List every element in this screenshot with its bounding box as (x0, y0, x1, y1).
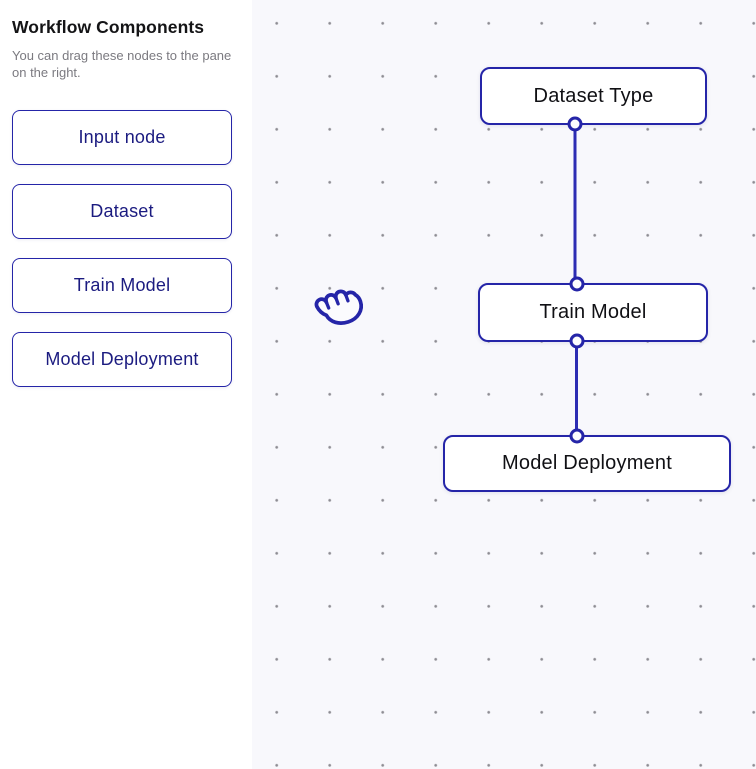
node-label: Dataset Type (533, 84, 654, 107)
dnd-node-input[interactable]: Input node (12, 110, 232, 165)
source-handle[interactable] (569, 333, 585, 349)
node-train-model[interactable]: Train Model (478, 276, 708, 349)
sidebar-item-list: Input node Dataset Train Model Model Dep… (12, 110, 240, 387)
node-dataset-type[interactable]: Dataset Type (480, 67, 707, 132)
flow-canvas-pane[interactable]: Dataset Type Train Model Model Deploymen… (252, 0, 756, 769)
target-handle[interactable] (569, 276, 585, 292)
dnd-node-model-deployment[interactable]: Model Deployment (12, 332, 232, 387)
source-handle[interactable] (567, 116, 583, 132)
sidebar-title: Workflow Components (12, 17, 205, 37)
dnd-node-dataset[interactable]: Dataset (12, 184, 232, 239)
target-handle[interactable] (569, 428, 585, 444)
components-sidebar: Workflow Components You can drag these n… (0, 0, 252, 769)
node-label: Train Model (539, 301, 647, 323)
sidebar-description: You can drag these nodes to the pane on … (12, 48, 232, 80)
edges-layer (573, 126, 578, 435)
node-model-deployment[interactable]: Model Deployment (443, 428, 731, 492)
node-label: Model Deployment (502, 452, 672, 474)
dnd-node-train-model[interactable]: Train Model (12, 258, 232, 313)
